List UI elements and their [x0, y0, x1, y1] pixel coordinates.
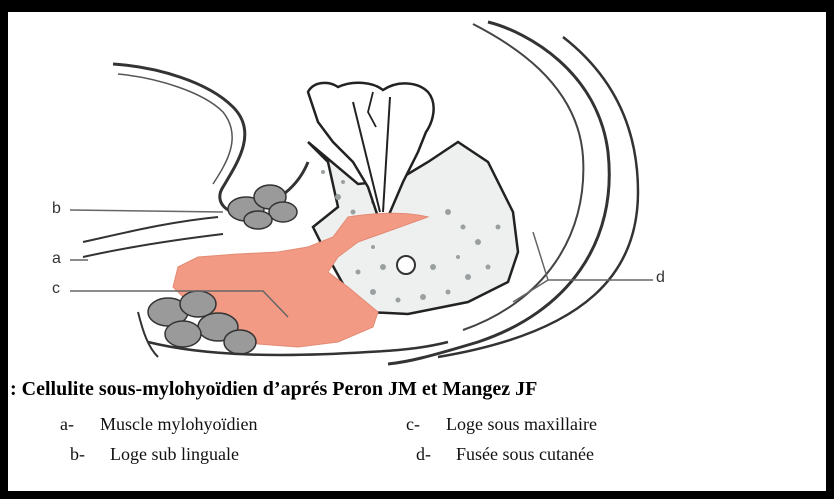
- legend-key: c-: [406, 414, 446, 435]
- legend-key: b-: [70, 444, 110, 465]
- figure-caption: : Cellulite sous-mylohyoïdien d’aprés Pe…: [10, 378, 537, 401]
- legend-text: Loge sub linguale: [110, 444, 239, 464]
- legend-item-a: a-Muscle mylohyoïdien: [60, 414, 257, 435]
- mylohyoid-muscle-line-1: [83, 217, 218, 242]
- legend-text: Loge sous maxillaire: [446, 414, 597, 434]
- mandibular-canal: [397, 256, 415, 274]
- label-b: b: [52, 200, 61, 218]
- label-c: c: [52, 280, 60, 298]
- legend-key: d-: [416, 444, 456, 465]
- legend-item-b: b-Loge sub linguale: [70, 444, 239, 465]
- leader-line-d: [513, 232, 548, 302]
- label-d: d: [656, 269, 665, 287]
- legend-text: Muscle mylohyoïdien: [100, 414, 257, 434]
- legend-text: Fusée sous cutanée: [456, 444, 594, 464]
- tongue-inner-contour: [118, 74, 232, 184]
- figure-canvas: b a c d : Cellulite sous-mylohyoïdien d’…: [8, 12, 826, 491]
- leader-line-b: [70, 210, 223, 212]
- legend-key: a-: [60, 414, 100, 435]
- label-a: a: [52, 250, 61, 268]
- legend-item-d: d-Fusée sous cutanée: [416, 444, 594, 465]
- legend-item-c: c-Loge sous maxillaire: [406, 414, 597, 435]
